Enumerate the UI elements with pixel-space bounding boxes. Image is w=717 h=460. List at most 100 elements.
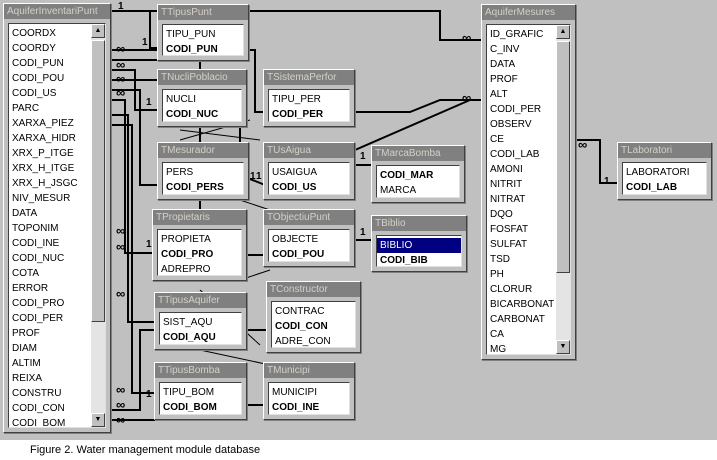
field-item[interactable]: DATA xyxy=(12,208,38,219)
table-aquifer-inventari[interactable]: AquiferInventariPunt COORDX COORDY CODI_… xyxy=(3,3,111,433)
field-item[interactable]: BICARBONAT xyxy=(490,299,555,310)
field-item[interactable]: PH xyxy=(490,269,504,280)
field-item[interactable]: ID_GRAFIC xyxy=(490,29,544,40)
field-item[interactable]: CODI_PUN xyxy=(12,58,64,69)
field-item[interactable]: TIPU_PUN xyxy=(166,29,216,40)
field-item[interactable]: XARXA_HIDR xyxy=(12,133,76,144)
field-item[interactable]: NITRIT xyxy=(490,179,523,190)
field-item[interactable]: LABORATORI xyxy=(626,167,690,178)
table-tipus-bomba[interactable]: TTipusBomba TIPU_BOM CODI_BOM xyxy=(154,362,247,420)
table-mesurador[interactable]: TMesurador PERS CODI_PERS xyxy=(157,142,249,200)
table-municipi[interactable]: TMunicipi MUNICIPI CODI_INE xyxy=(263,362,355,420)
field-item[interactable]: DQO xyxy=(490,209,513,220)
table-title[interactable]: TMarcaBomba xyxy=(372,146,464,161)
field-item[interactable]: CODI_INE xyxy=(12,238,60,249)
field-item[interactable]: NIV_MESUR xyxy=(12,193,71,204)
field-list[interactable]: MUNICIPI CODI_INE xyxy=(268,382,350,415)
table-biblio[interactable]: TBiblio BIBLIO CODI_BIB xyxy=(371,215,467,272)
key-field-item[interactable]: CODI_LAB xyxy=(626,182,678,193)
key-field-item[interactable]: CODI_US xyxy=(272,182,317,193)
field-list[interactable]: CONTRAC CODI_CON ADRE_CON xyxy=(271,301,356,348)
key-field-item[interactable]: CODI_PUN xyxy=(166,44,218,55)
field-list[interactable]: COORDX COORDY CODI_PUN CODI_POU CODI_US … xyxy=(8,23,106,428)
table-sistema-perfor[interactable]: TSistemaPerfor TIPU_PER CODI_PER xyxy=(263,69,355,127)
scroll-thumb[interactable] xyxy=(91,40,105,322)
field-item[interactable]: COORDY xyxy=(12,43,56,54)
table-tipus-aquifer[interactable]: TTipusAquifer SIST_AQU CODI_AQU xyxy=(154,292,247,350)
field-item[interactable]: TSD xyxy=(490,254,510,265)
field-list[interactable]: LABORATORI CODI_LAB xyxy=(622,162,707,195)
table-title[interactable]: TMunicipi xyxy=(264,363,354,378)
table-title[interactable]: TUsAigua xyxy=(264,143,354,158)
field-item[interactable]: XRX_H_JSGC xyxy=(12,178,78,189)
scroll-thumb[interactable] xyxy=(556,41,570,273)
field-item[interactable]: ALT xyxy=(490,89,508,100)
table-marca-bomba[interactable]: TMarcaBomba CODI_MAR MARCA xyxy=(371,145,465,203)
key-field-item[interactable]: CODI_AQU xyxy=(163,332,216,343)
field-item[interactable]: NITRAT xyxy=(490,194,526,205)
scroll-down-icon[interactable]: ▼ xyxy=(91,413,105,427)
field-item[interactable]: TOPONIM xyxy=(12,223,59,234)
field-item[interactable]: CODI_US xyxy=(12,88,57,99)
field-item[interactable]: XARXA_PIEZ xyxy=(12,118,74,129)
selected-field-item[interactable]: BIBLIO xyxy=(377,238,461,253)
table-title[interactable]: TPropietaris xyxy=(153,210,246,225)
field-item[interactable]: COORDX xyxy=(12,28,56,39)
field-item[interactable]: CODI_LAB xyxy=(490,149,540,160)
key-field-item[interactable]: CODI_NUC xyxy=(166,109,219,120)
field-item[interactable]: ERROR xyxy=(12,283,49,294)
field-item[interactable]: AMONI xyxy=(490,164,523,175)
field-list[interactable]: TIPU_PUN CODI_PUN xyxy=(162,24,244,56)
field-list[interactable]: ID_GRAFIC C_INV DATA PROF ALT CODI_PER O… xyxy=(486,24,571,355)
scroll-down-icon[interactable]: ▼ xyxy=(556,340,570,354)
table-title[interactable]: TLaboratori xyxy=(618,143,711,158)
key-field-item[interactable]: CODI_CON xyxy=(275,321,328,332)
key-field-item[interactable]: CODI_POU xyxy=(272,249,325,260)
table-title[interactable]: TSistemaPerfor xyxy=(264,70,354,85)
field-item[interactable]: NUCLI xyxy=(166,94,197,105)
field-item[interactable]: DATA xyxy=(490,59,516,70)
table-title[interactable]: AquiferInventariPunt xyxy=(4,4,110,19)
table-title[interactable]: AquiferMesures xyxy=(482,5,575,20)
field-item[interactable]: CODI_NUC xyxy=(12,253,65,264)
vertical-scrollbar[interactable]: ▲ ▼ xyxy=(91,24,105,427)
field-item[interactable]: PROF xyxy=(12,328,40,339)
field-item[interactable]: CODI_PER xyxy=(12,313,64,324)
field-item[interactable]: CE xyxy=(490,134,504,145)
field-item[interactable]: CODI_BOM xyxy=(12,418,66,428)
key-field-item[interactable]: CODI_BIB xyxy=(380,255,428,266)
table-title[interactable]: TNucliPoblacio xyxy=(158,70,246,85)
field-item[interactable]: CODI_PRO xyxy=(12,298,65,309)
field-item[interactable]: CODI_PER xyxy=(490,104,542,115)
field-item[interactable]: XRX_P_ITGE xyxy=(12,148,74,159)
field-item[interactable]: PROPIETA xyxy=(161,234,211,245)
field-item[interactable]: CARBONAT xyxy=(490,314,545,325)
field-item[interactable]: CA xyxy=(490,329,504,340)
field-item[interactable]: XRX_H_ITGE xyxy=(12,163,75,174)
key-field-item[interactable]: CODI_PER xyxy=(272,109,324,120)
table-title[interactable]: TObjectiuPunt xyxy=(264,210,354,225)
field-item[interactable]: SULFAT xyxy=(490,239,528,250)
table-us-aigua[interactable]: TUsAigua USAIGUA CODI_US xyxy=(263,142,355,200)
field-list[interactable]: PROPIETA CODI_PRO ADREPRO xyxy=(157,229,242,276)
field-item[interactable]: MARCA xyxy=(380,185,417,196)
key-field-item[interactable]: CODI_BOM xyxy=(163,402,217,413)
field-item[interactable]: PROF xyxy=(490,74,518,85)
field-list[interactable]: CODI_MAR MARCA xyxy=(376,165,460,198)
key-field-item[interactable]: CODI_INE xyxy=(272,402,320,413)
field-item[interactable]: MUNICIPI xyxy=(272,387,317,398)
table-title[interactable]: TTipusPunt xyxy=(158,5,248,20)
table-laboratori[interactable]: TLaboratori LABORATORI CODI_LAB xyxy=(617,142,712,200)
key-field-item[interactable]: CODI_MAR xyxy=(380,170,434,181)
field-list[interactable]: OBJECTE CODI_POU xyxy=(268,229,350,262)
field-list[interactable]: SIST_AQU CODI_AQU xyxy=(159,312,242,345)
field-item[interactable]: CONTRAC xyxy=(275,306,325,317)
table-title[interactable]: TTipusBomba xyxy=(155,363,246,378)
field-list[interactable]: NUCLI CODI_NUC xyxy=(162,89,242,122)
field-list[interactable]: USAIGUA CODI_US xyxy=(268,162,350,195)
field-item[interactable]: ALTIM xyxy=(12,358,41,369)
field-item[interactable]: CLORUR xyxy=(490,284,533,295)
field-item[interactable]: COTA xyxy=(12,268,40,279)
field-item[interactable]: TIPU_BOM xyxy=(163,387,215,398)
field-item[interactable]: CODI_POU xyxy=(12,73,65,84)
